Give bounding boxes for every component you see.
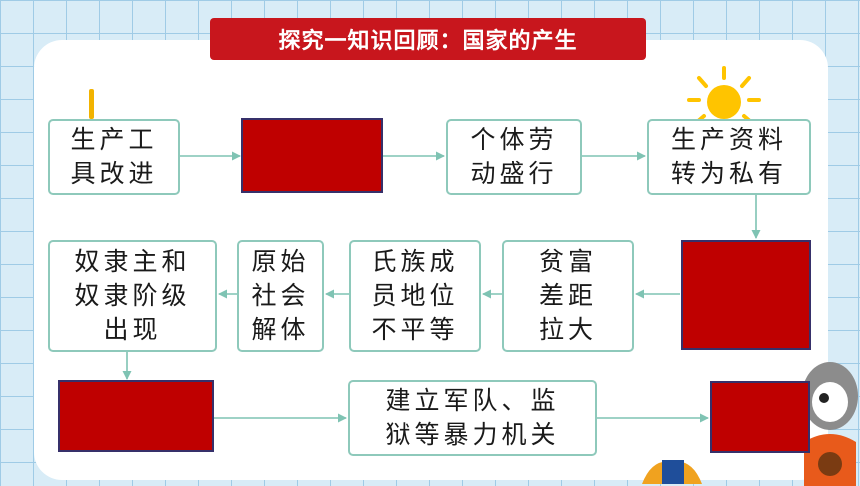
pencil-icon [89, 89, 94, 119]
box-private-property: 生产资料 转为私有 [647, 119, 811, 195]
box-clan-inequality: 氏族成 员地位 不平等 [349, 240, 481, 352]
cartoon-figure-icon [642, 460, 702, 484]
box-wealth-gap: 贫富 差距 拉大 [502, 240, 634, 352]
box-individual-labor: 个体劳 动盛行 [446, 119, 582, 195]
box-slave-classes: 奴隶主和 奴隶阶级 出现 [48, 240, 217, 352]
box-primitive-collapse: 原始 社会 解体 [237, 240, 324, 352]
box-tools-improve: 生产工 具改进 [48, 119, 180, 195]
answer-blank-1[interactable] [241, 118, 383, 193]
answer-blank-2[interactable] [681, 240, 811, 350]
cartoon-mascot-icon [802, 362, 858, 486]
box-army-prisons: 建立军队、监 狱等暴力机关 [348, 380, 597, 456]
page-title: 探究一知识回顾：国家的产生 [210, 18, 646, 60]
answer-blank-3[interactable] [58, 380, 214, 452]
answer-blank-4[interactable] [710, 381, 810, 453]
